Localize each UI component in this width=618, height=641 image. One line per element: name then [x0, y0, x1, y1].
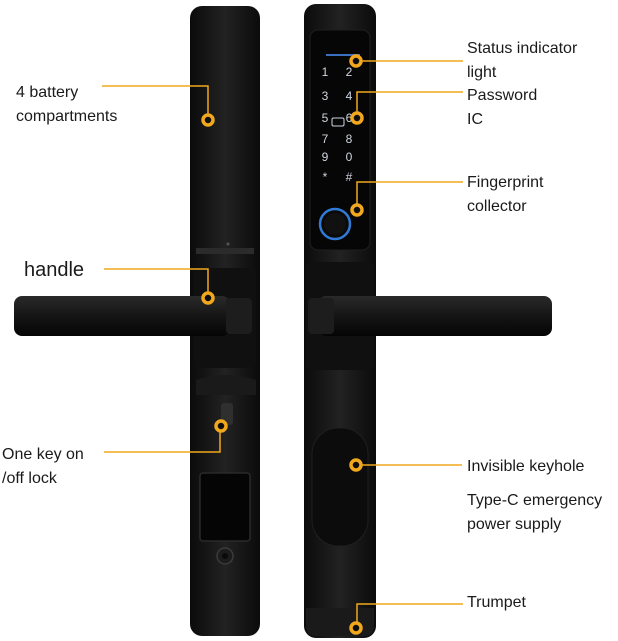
marker-status-icon — [349, 54, 363, 68]
keypad-glass — [309, 29, 371, 251]
label-status-light: Status indicator light — [467, 40, 578, 81]
battery-cover-seam — [196, 248, 254, 254]
label-fingerprint: Fingerprint collector — [467, 174, 544, 215]
keypad-key: 9 — [322, 150, 329, 164]
label-trumpet: Trumpet — [467, 594, 526, 611]
keypad-key: 8 — [346, 132, 353, 146]
callout-line-trumpet — [356, 603, 463, 628]
marker-password-icon — [350, 111, 364, 125]
label-handle: handle — [24, 259, 85, 281]
inside-panel — [14, 6, 260, 636]
marker-keyhole-icon — [349, 458, 363, 472]
keypad-key: 1 — [322, 65, 329, 79]
inside-lower-housing — [196, 375, 256, 395]
keypad-key: # — [346, 170, 353, 184]
status-indicator-light — [326, 54, 360, 56]
keypad-key: * — [323, 170, 328, 184]
label-password-ic: Password IC — [467, 87, 538, 128]
label-type-c: Type-C emergency power supply — [467, 492, 603, 533]
keypad-key: 7 — [322, 132, 329, 146]
label-battery: 4 battery compartments — [16, 84, 118, 125]
battery-cover-dot — [226, 242, 230, 246]
one-key-knob-icon — [221, 403, 233, 425]
inside-lever-hub — [226, 298, 252, 334]
callout-line-one-key — [104, 426, 221, 453]
keypad-key: 3 — [322, 89, 329, 103]
label-keyhole: Invisible keyhole — [467, 458, 585, 475]
marker-battery-icon — [201, 113, 215, 127]
marker-handle-icon — [201, 291, 215, 305]
keyhole-cover — [311, 427, 369, 547]
callout-line-fingerprint — [356, 181, 463, 209]
keypad-key: 4 — [346, 89, 353, 103]
outside-lever — [318, 296, 552, 336]
outside-lever-hub — [308, 298, 334, 334]
marker-trumpet-icon — [349, 621, 363, 635]
inside-lever — [14, 296, 230, 336]
keypad: 1 2 3 4 5 6 7 8 9 0 * # — [322, 65, 353, 184]
callout-line-handle — [104, 268, 209, 297]
marker-one-key-icon — [214, 419, 228, 433]
callout-markers — [201, 54, 364, 635]
label-one-key: One key on /off lock — [2, 446, 84, 487]
keypad-key: 0 — [346, 150, 353, 164]
callout-line-password — [356, 91, 463, 117]
inside-cover-box — [199, 472, 251, 542]
card-reader-icon — [331, 117, 345, 127]
trumpet-cap — [306, 608, 374, 636]
keypad-key: 5 — [322, 111, 329, 125]
outside-panel: 1 2 3 4 5 6 7 8 9 0 * # — [304, 4, 552, 638]
marker-fingerprint-icon — [350, 203, 364, 217]
keypad-key: 6 — [346, 111, 353, 125]
callout-lines — [102, 60, 463, 628]
keypad-key: 2 — [346, 65, 353, 79]
callout-line-battery — [102, 85, 209, 119]
